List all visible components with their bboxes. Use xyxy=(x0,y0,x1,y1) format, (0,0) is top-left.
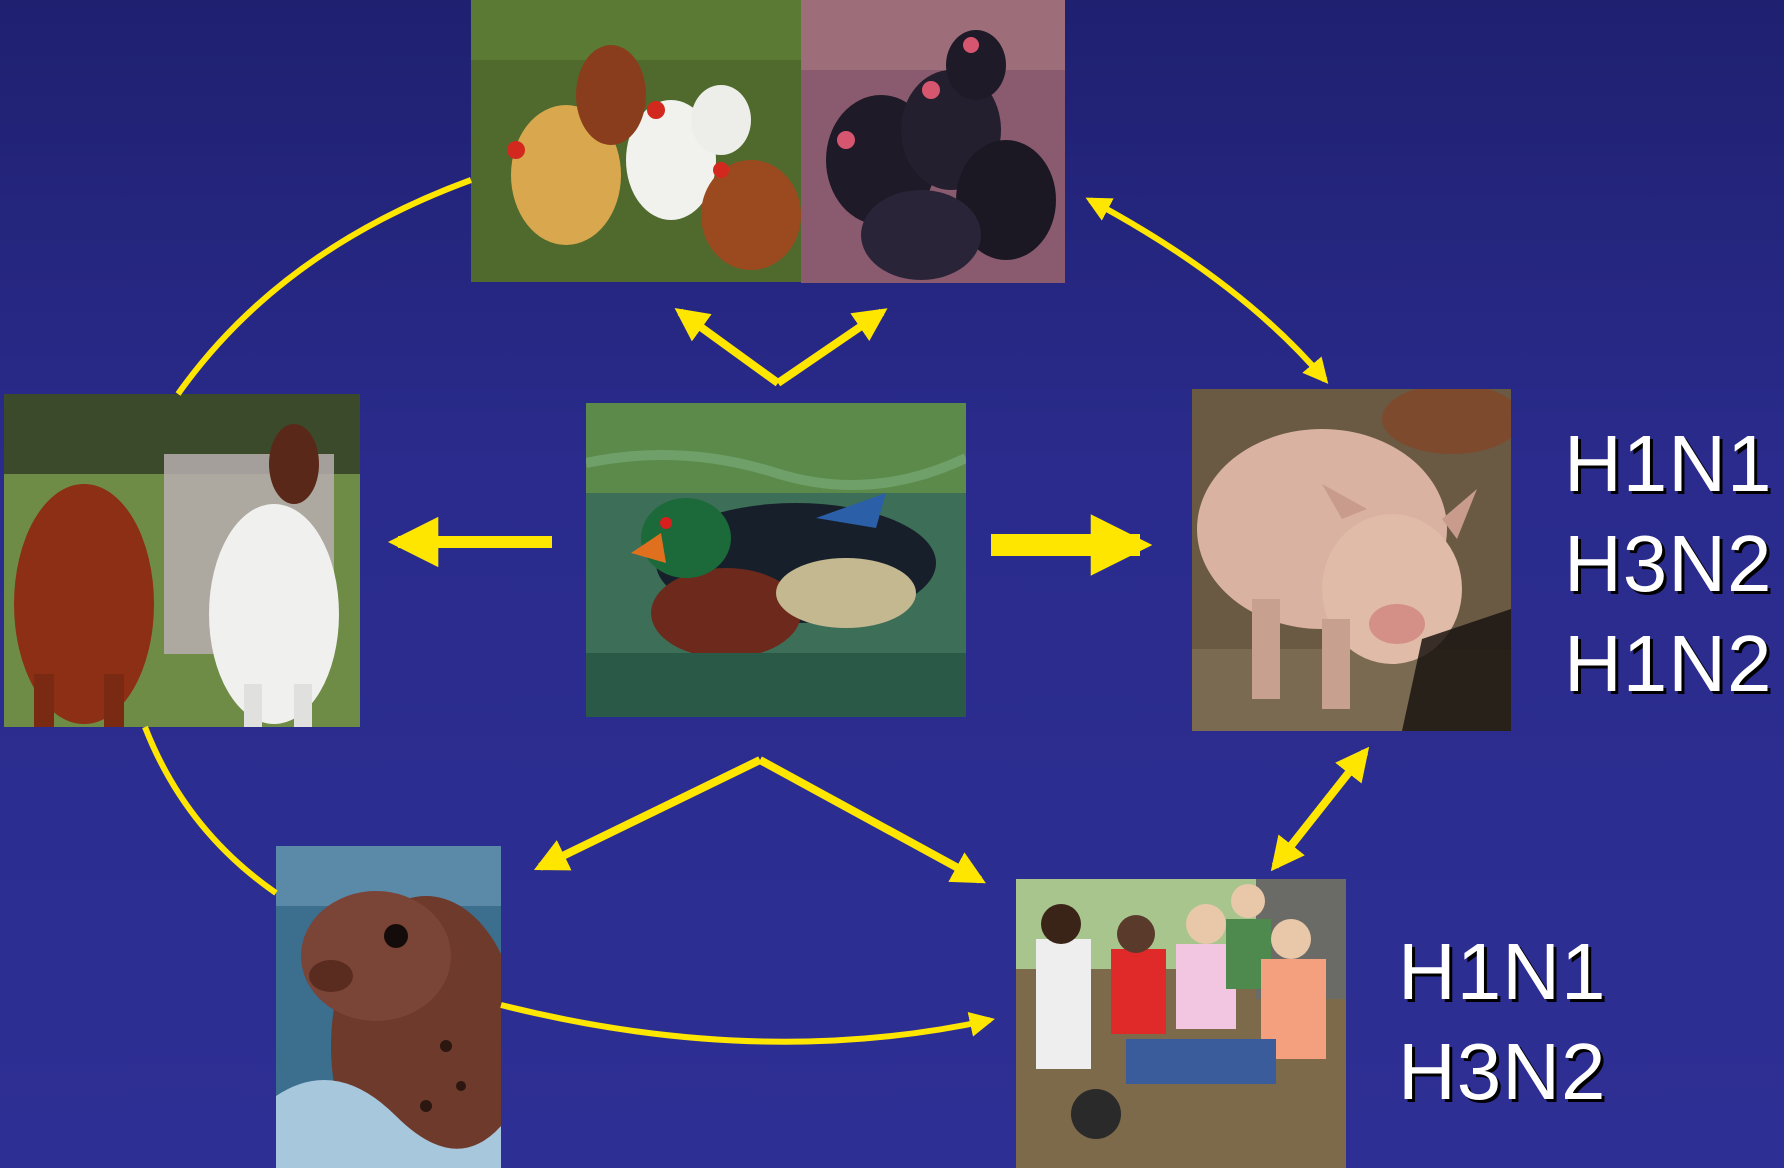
arrow-pig-humans xyxy=(1275,752,1365,866)
pig-subtypes-list: H1N1 H3N2 H1N2 xyxy=(1564,414,1773,714)
line-chickens-horses xyxy=(178,180,471,394)
arrow-seal-humans xyxy=(501,1005,990,1042)
line-horses-seal xyxy=(145,727,276,893)
arrow-duck-turkeys xyxy=(778,312,882,383)
arrow-duck-chickens xyxy=(680,312,778,383)
pig-subtype-3: H1N2 xyxy=(1564,614,1773,714)
arrow-turkeys-pig xyxy=(1090,200,1325,380)
human-subtypes-list: H1N1 H3N2 xyxy=(1398,922,1607,1122)
human-subtype-1: H1N1 xyxy=(1398,922,1607,1022)
pig-subtype-2: H3N2 xyxy=(1564,514,1773,614)
pig-subtype-1: H1N1 xyxy=(1564,414,1773,514)
arrow-duck-humans xyxy=(760,760,980,880)
human-subtype-2: H3N2 xyxy=(1398,1022,1607,1122)
arrow-duck-seal xyxy=(540,760,760,867)
